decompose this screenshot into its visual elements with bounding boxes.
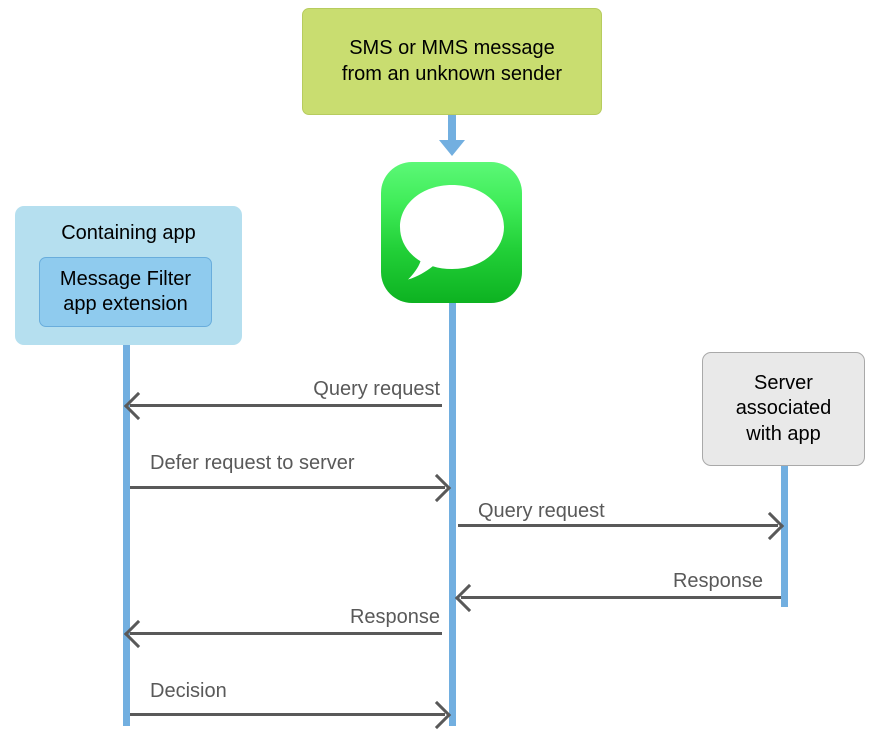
incoming-message-arrow-head — [439, 140, 465, 156]
message-label-decision: Decision — [150, 680, 227, 702]
lifeline-server — [781, 455, 788, 607]
server-line-2: associated — [735, 397, 832, 420]
message-label-query-request-to-extension: Query request — [313, 378, 440, 400]
lifeline-messages-app — [449, 300, 456, 726]
message-arrow-query-request-to-extension — [130, 404, 442, 407]
server-line-1: Server — [754, 371, 813, 394]
server-box: Server associated with app — [702, 352, 865, 466]
message-filter-line-2: app extension — [63, 293, 188, 315]
containing-app-label: Containing app — [61, 222, 196, 244]
message-arrow-decision — [130, 713, 445, 716]
message-filter-line-1: Message Filter — [59, 268, 192, 290]
incoming-message-arrow-shaft — [448, 115, 456, 149]
server-line-3: with app — [746, 422, 821, 445]
message-arrow-response-from-server — [461, 596, 781, 599]
incoming-message-line-2: from an unknown sender — [341, 62, 563, 85]
message-arrow-response-to-extension — [130, 632, 442, 635]
lifeline-message-filter-extension — [123, 290, 130, 726]
message-arrow-defer-request-to-server — [130, 486, 445, 489]
message-label-defer-request-to-server: Defer request to server — [150, 452, 355, 474]
message-arrow-query-request-to-server — [458, 524, 778, 527]
message-label-response-to-extension: Response — [349, 606, 440, 628]
message-label-query-request-to-server: Query request — [478, 500, 605, 522]
incoming-message-line-1: SMS or MMS message — [349, 36, 555, 59]
messages-app-icon — [381, 162, 522, 303]
message-filter-extension-box: Message Filter app extension — [39, 257, 212, 327]
message-label-response-from-server: Response — [672, 570, 763, 592]
incoming-message-box: SMS or MMS message from an unknown sende… — [302, 8, 602, 115]
